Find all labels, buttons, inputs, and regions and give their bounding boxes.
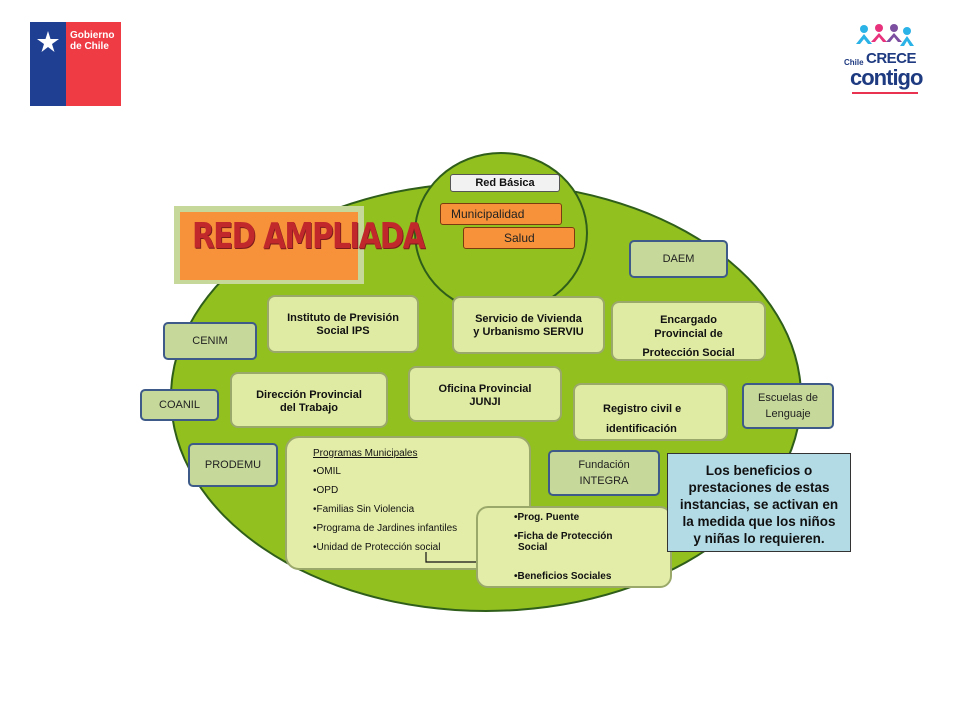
gobierno-de-chile-logo: Gobierno de Chile <box>30 22 121 106</box>
red-basica-label: Red Básica <box>450 174 560 192</box>
gobierno-line2: de Chile <box>70 41 109 52</box>
programa-item: •Programa de Jardines infantiles <box>313 523 458 534</box>
fundacion-integra-box: Fundación INTEGRA <box>548 450 660 496</box>
registro-card: Registro civil e identificación <box>573 383 728 441</box>
note-line: la medida que los niños <box>682 514 836 529</box>
beneficio-item: •Prog. Puente <box>514 512 580 523</box>
registro-line1: Registro civil e <box>603 403 682 415</box>
cenim-box: CENIM <box>163 322 257 360</box>
red-ampliada-title: RED AMPLIADA <box>192 216 425 257</box>
crece-word: CRECE <box>866 50 917 67</box>
fundacion-line1: Fundación <box>578 459 630 471</box>
programa-item: •Familias Sin Violencia <box>313 504 415 515</box>
chile-crece-contigo-logo: Chile CRECE contigo <box>844 22 926 102</box>
crece-underline <box>852 92 918 94</box>
programa-item: •Unidad de Protección social <box>313 542 441 553</box>
fundacion-line2: INTEGRA <box>579 475 629 487</box>
serviu-line2: y Urbanismo SERVIU <box>473 326 584 338</box>
gobierno-line1: Gobierno <box>70 30 115 41</box>
junji-line1: Oficina Provincial <box>438 383 532 395</box>
beneficio-item: •Ficha de Protección <box>514 531 613 542</box>
serviu-line1: Servicio de Vivienda <box>475 313 582 325</box>
flag-blue-block <box>30 22 66 106</box>
encargado-line2: Provincial de <box>654 328 723 340</box>
title-background <box>180 212 358 280</box>
note-line: prestaciones de estas <box>688 480 830 495</box>
flag-red-block <box>66 22 121 106</box>
coat-of-arms-icon <box>66 29 80 41</box>
crece-chile-text: Chile <box>844 58 864 67</box>
gobierno-logo-text: Gobierno de Chile <box>70 30 114 52</box>
contigo-word: contigo <box>850 65 923 90</box>
beneficios-note: Los beneficios o prestaciones de estas i… <box>667 453 851 552</box>
municipalidad-box: Municipalidad <box>440 203 562 225</box>
children-figures-icon <box>856 24 914 46</box>
junji-card: Oficina Provincial JUNJI <box>408 366 562 422</box>
escuelas-line1: Escuelas de <box>758 392 818 404</box>
daem-box: DAEM <box>629 240 728 278</box>
junji-line2: JUNJI <box>469 396 501 408</box>
note-line: y niñas lo requieren. <box>693 531 825 546</box>
registro-line2: identificación <box>606 423 677 435</box>
escuelas-box: Escuelas de Lenguaje <box>742 383 834 429</box>
star-icon <box>37 31 59 52</box>
escuelas-line2: Lenguaje <box>765 408 811 420</box>
beneficio-item: Social <box>518 542 548 553</box>
note-line: instancias, se activan en <box>679 497 839 512</box>
trabajo-line2: del Trabajo <box>279 402 339 414</box>
serviu-card: Servicio de Vivienda y Urbanismo SERVIU <box>452 296 605 354</box>
trabajo-line1: Dirección Provincial <box>256 389 362 401</box>
encargado-line1: Encargado <box>660 314 717 326</box>
ips-card: Instituto de Previsión Social IPS <box>267 295 419 353</box>
encargado-card: Encargado Provincial de Protección Socia… <box>611 301 766 361</box>
trabajo-card: Dirección Provincial del Trabajo <box>230 372 388 428</box>
prodemu-box: PRODEMU <box>188 443 278 487</box>
salud-box: Salud <box>463 227 575 249</box>
coanil-box: COANIL <box>140 389 219 421</box>
note-line: Los beneficios o <box>705 463 813 478</box>
ips-line2: Social IPS <box>316 325 370 337</box>
programa-item: •OPD <box>313 485 339 496</box>
programas-title: Programas Municipales <box>313 448 418 459</box>
encargado-line3: Protección Social <box>642 347 735 359</box>
ips-line1: Instituto de Previsión <box>287 312 399 324</box>
beneficios-card: •Prog. Puente •Ficha de Protección Socia… <box>476 506 672 588</box>
beneficio-item: •Beneficios Sociales <box>514 571 612 582</box>
programa-item: •OMIL <box>313 466 341 477</box>
